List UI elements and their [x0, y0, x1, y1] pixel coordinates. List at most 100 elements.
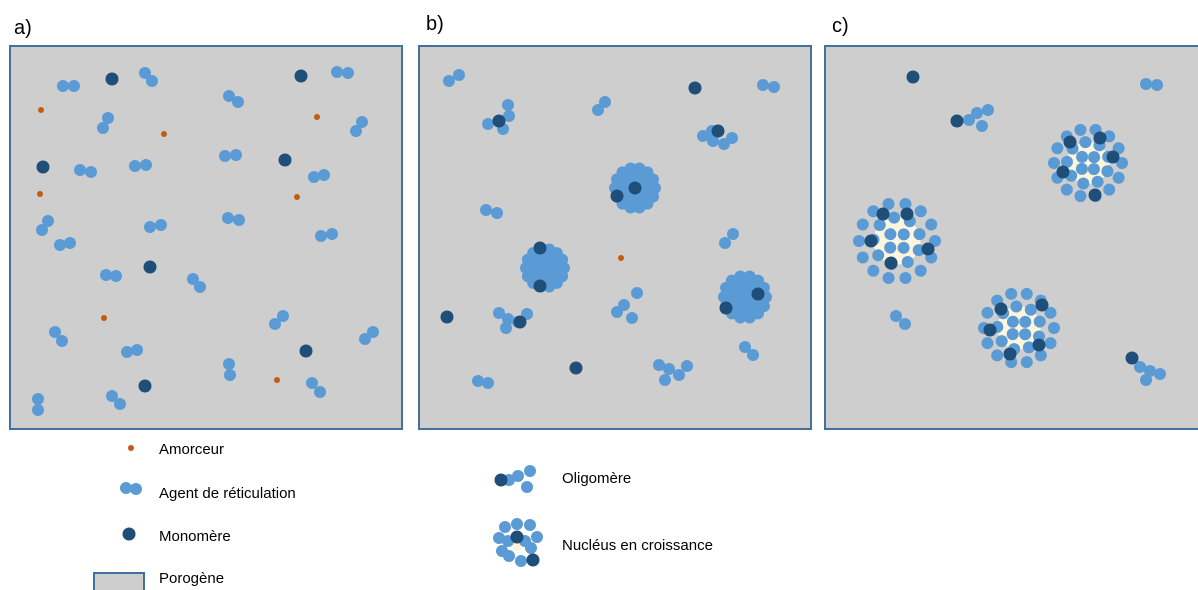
crosslinker-bead	[36, 224, 48, 236]
panel-c-particles	[853, 70, 1166, 386]
crosslinker-bead	[1140, 78, 1152, 90]
crosslinker-bead	[707, 135, 719, 147]
crosslinker-bead	[49, 326, 61, 338]
panel-c	[824, 45, 1198, 430]
monomer-bead	[628, 181, 642, 195]
monomer-bead	[688, 81, 702, 95]
monomer-bead	[994, 302, 1008, 316]
crosslinker-bead	[888, 211, 901, 224]
crosslinker-bead	[739, 341, 751, 353]
crosslinker-bead	[913, 228, 926, 241]
crosslinker-bead	[618, 299, 630, 311]
crosslinker-bead	[1044, 306, 1057, 319]
monomer-bead	[610, 189, 624, 203]
crosslinker-bead	[443, 75, 455, 87]
crosslinker-bead	[1060, 155, 1073, 168]
panel-a-label: a)	[14, 17, 32, 39]
crosslinker-bead	[482, 377, 494, 389]
crosslinker-bead	[890, 310, 902, 322]
monomer-bead	[510, 530, 524, 544]
crosslinker-bead	[663, 363, 675, 375]
legend-porogen-swatch	[93, 572, 145, 590]
crosslinker-bead	[503, 550, 515, 562]
crosslinker-bead	[512, 470, 524, 482]
monomer-bead	[751, 287, 765, 301]
crosslinker-bead	[719, 237, 731, 249]
crosslinker-bead	[502, 99, 514, 111]
crosslinker-bead	[140, 159, 152, 171]
crosslinker-bead	[856, 251, 869, 264]
crosslinker-bead	[631, 287, 643, 299]
initiator-dot	[38, 107, 44, 113]
legend-nucleus-label: Nucléus en croissance	[562, 537, 713, 554]
crosslinker-bead	[102, 112, 114, 124]
crosslinker-bead	[314, 386, 326, 398]
legend-crosslinker-label: Agent de réticulation	[159, 485, 296, 502]
crosslinker-bead	[326, 228, 338, 240]
crosslinker-bead	[901, 255, 914, 268]
monomer-bead	[533, 279, 547, 293]
crosslinker-bead	[1006, 315, 1019, 328]
crosslinker-bead	[592, 104, 604, 116]
crosslinker-bead	[85, 166, 97, 178]
crosslinker-bead	[1112, 171, 1125, 184]
crosslinker-bead	[42, 215, 54, 227]
monomer-bead	[876, 207, 890, 221]
crosslinker-bead	[224, 369, 236, 381]
crosslinker-bead	[367, 326, 379, 338]
crosslinker-bead	[1091, 175, 1104, 188]
crosslinker-bead	[277, 310, 289, 322]
crosslinker-bead	[315, 230, 327, 242]
panel-a-particles	[32, 66, 379, 416]
crosslinker-bead	[1140, 374, 1152, 386]
panel-a	[9, 45, 403, 430]
monomer-bead	[906, 70, 920, 84]
crosslinker-bead	[1076, 150, 1089, 163]
crosslinker-bead	[991, 349, 1004, 362]
crosslinker-bead	[56, 335, 68, 347]
crosslinker-bead	[356, 116, 368, 128]
crosslinker-bead	[32, 393, 44, 405]
crosslinker-bead	[524, 465, 536, 477]
crosslinker-bead	[1024, 303, 1037, 316]
crosslinker-bead	[1088, 151, 1101, 164]
crosslinker-bead	[1020, 287, 1033, 300]
crosslinker-bead	[882, 272, 895, 285]
crosslinker-bead	[359, 333, 371, 345]
crosslinker-bead	[897, 241, 910, 254]
monomer-bead	[1063, 135, 1077, 149]
crosslinker-bead	[331, 66, 343, 78]
crosslinker-bead	[914, 264, 927, 277]
monomer-bead	[138, 379, 152, 393]
crosslinker-bead	[194, 281, 206, 293]
crosslinker-bead	[106, 390, 118, 402]
crosslinker-bead	[925, 218, 938, 231]
monomer-bead	[983, 323, 997, 337]
crosslinker-bead	[130, 483, 142, 495]
crosslinker-bead	[308, 171, 320, 183]
monomer-bead	[1125, 351, 1139, 365]
crosslinker-bead	[230, 149, 242, 161]
monomer-bead	[513, 315, 527, 329]
nucleus-core	[997, 306, 1041, 350]
crosslinker-bead	[963, 114, 975, 126]
initiator-dot	[294, 194, 300, 200]
monomer-bead	[122, 527, 136, 541]
nucleus-core	[873, 217, 921, 265]
initiator-dot	[274, 377, 280, 383]
crosslinker-bead	[146, 75, 158, 87]
monomer-bead	[36, 160, 50, 174]
crosslinker-bead	[350, 125, 362, 137]
crosslinker-bead	[493, 307, 505, 319]
crosslinker-bead	[32, 404, 44, 416]
legend-symbols	[120, 445, 543, 567]
legend-initiator-label: Amorceur	[159, 441, 224, 458]
crosslinker-bead	[219, 150, 231, 162]
monomer-bead	[143, 260, 157, 274]
crosslinker-bead	[1010, 300, 1023, 313]
crosslinker-bead	[222, 212, 234, 224]
legend-monomer-label: Monomère	[159, 528, 231, 545]
crosslinker-bead	[697, 130, 709, 142]
crosslinker-bead	[768, 81, 780, 93]
